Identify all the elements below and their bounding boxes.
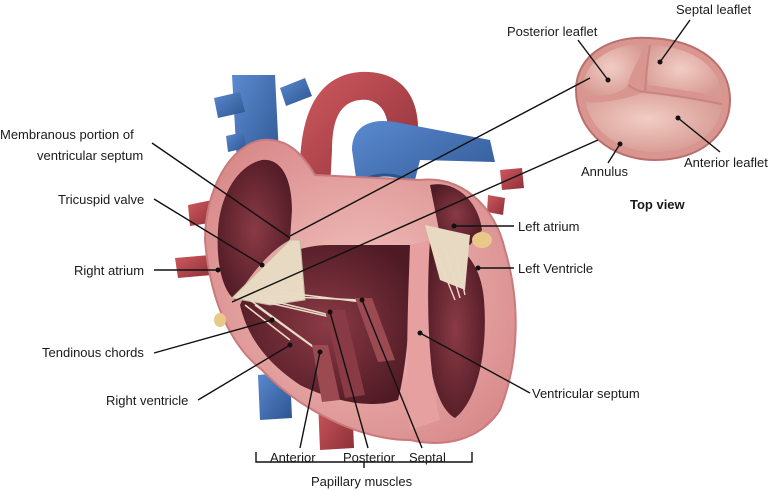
label-annulus: Annulus xyxy=(581,164,628,179)
dot-septal xyxy=(359,297,365,303)
anterior-leaflet-shape xyxy=(585,92,722,152)
right-atrium-chamber xyxy=(217,159,292,300)
label-left-ventricle: Left Ventricle xyxy=(518,261,593,276)
leader-anterior-leaflet xyxy=(677,117,721,153)
dot-left-atrium xyxy=(451,223,457,229)
leader-membranous xyxy=(151,142,291,239)
dot-septal-leaflet xyxy=(657,59,663,65)
leader-septal xyxy=(361,299,423,449)
svc-branch-1 xyxy=(214,92,245,118)
septal-leaflet-shape xyxy=(647,45,722,98)
chordae-tendineae xyxy=(244,291,363,353)
label-anterior-leaflet: Anterior leaflet xyxy=(684,155,768,170)
leader-right-ventricle xyxy=(197,344,291,401)
label-right-ventricle: Right ventricle xyxy=(106,393,188,408)
fat-accent-2 xyxy=(214,313,226,327)
dot-right-atrium xyxy=(215,267,221,273)
label-posterior-leaflet: Posterior leaflet xyxy=(507,24,598,39)
label-papillary-muscles: Papillary muscles xyxy=(311,474,413,489)
left-ventricle-chamber xyxy=(426,240,485,418)
dot-posterior xyxy=(327,309,333,315)
dot-ventricular-septum xyxy=(417,330,423,336)
label-septal: Septal xyxy=(409,450,446,465)
septal-papillary-muscle xyxy=(355,298,395,362)
dot-right-ventricle xyxy=(287,342,293,348)
dot-anterior-leaflet xyxy=(675,115,681,121)
heart-body xyxy=(203,138,517,444)
dot-posterior-leaflet xyxy=(605,77,611,83)
dot-annulus xyxy=(617,141,623,147)
leader-anterior xyxy=(299,351,321,449)
leader-posterior xyxy=(329,311,369,449)
left-chordae xyxy=(434,247,466,301)
pulmonary-vein-2 xyxy=(175,255,212,278)
posterior-leaflet-shape xyxy=(583,44,645,97)
label-tricuspid-valve: Tricuspid valve xyxy=(58,192,144,207)
label-left-atrium: Left atrium xyxy=(518,219,579,234)
label-anterior: Anterior xyxy=(270,450,316,465)
label-right-atrium: Right atrium xyxy=(74,263,144,278)
leader-septal-leaflet xyxy=(659,19,691,63)
label-posterior: Posterior xyxy=(343,450,396,465)
projection-line-top xyxy=(289,77,591,237)
commissure-lines xyxy=(627,44,723,105)
label-top-view: Top view xyxy=(630,197,686,212)
top-view-valve xyxy=(574,36,732,162)
label-septal-leaflet: Septal leaflet xyxy=(676,2,752,17)
label-ventricular-septum: Ventricular septum xyxy=(532,386,640,401)
leader-tricuspid xyxy=(153,198,263,266)
label-membranous-line2: ventricular septum xyxy=(37,148,143,163)
tricuspid-valve-leaflets xyxy=(230,239,306,306)
svc-branch-3 xyxy=(226,132,246,152)
svc-branch-2 xyxy=(280,78,312,106)
fat-accent-1 xyxy=(472,232,492,248)
label-membranous-line1: Membranous portion of xyxy=(0,127,134,142)
projection-line-bottom xyxy=(231,139,599,303)
dot-tendinous xyxy=(269,317,275,323)
leader-posterior-leaflet xyxy=(577,39,609,81)
leader-ventricular-septum xyxy=(419,332,531,394)
label-tendinous-chords: Tendinous chords xyxy=(42,345,144,360)
leader-lines xyxy=(151,19,721,468)
pulmonary-vein-3 xyxy=(487,195,505,215)
leader-annulus xyxy=(607,143,621,164)
leader-tendinous xyxy=(153,319,273,354)
pulmonary-vein-4 xyxy=(500,168,524,190)
dot-anterior xyxy=(317,349,323,355)
dot-tricuspid xyxy=(259,262,265,268)
dot-left-ventricle xyxy=(475,265,481,271)
